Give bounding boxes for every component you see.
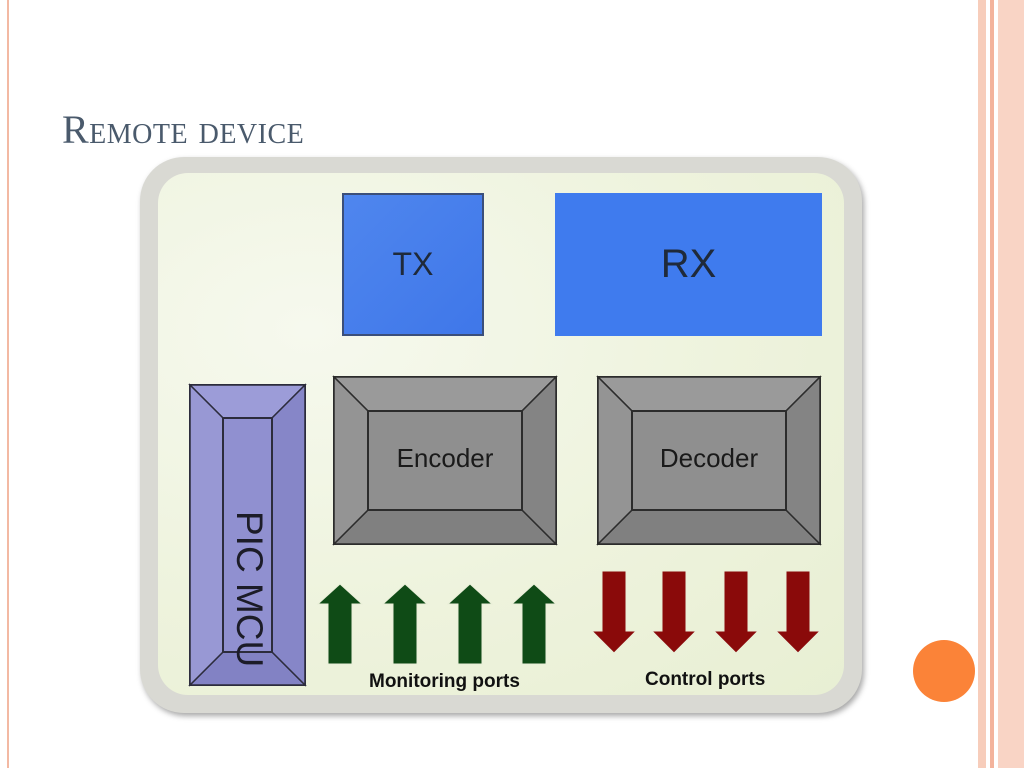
- tx-block: TX: [342, 193, 484, 336]
- rx-block: RX: [555, 193, 822, 336]
- right-frame-stripe: [998, 0, 1024, 768]
- up-arrow: [510, 583, 558, 665]
- encoder-block: Encoder: [332, 375, 558, 546]
- monitoring-ports-label: Monitoring ports: [369, 671, 520, 692]
- accent-dot: [913, 640, 975, 702]
- down-arrow: [650, 570, 698, 654]
- down-arrow: [774, 570, 822, 654]
- right-frame-stripe: [990, 0, 994, 768]
- control-arrows: [590, 570, 822, 654]
- down-arrow: [712, 570, 760, 654]
- pic-mcu-label: PIC MCU: [229, 511, 270, 668]
- slide-title: Remote device: [62, 107, 305, 152]
- up-arrow: [381, 583, 429, 665]
- left-frame-line: [0, 0, 9, 768]
- encoder-label: Encoder: [397, 443, 494, 473]
- up-arrow: [316, 583, 364, 665]
- control-ports-label: Control ports: [645, 669, 766, 690]
- decoder-label: Decoder: [660, 443, 759, 473]
- pic-mcu-block: [188, 383, 307, 687]
- monitoring-arrows: [316, 583, 558, 665]
- up-arrow: [446, 583, 494, 665]
- tx-label: TX: [392, 246, 434, 282]
- down-arrow: [590, 570, 638, 654]
- right-frame-stripe: [978, 0, 986, 768]
- rx-label: RX: [660, 242, 717, 286]
- decoder-block: Decoder: [596, 375, 822, 546]
